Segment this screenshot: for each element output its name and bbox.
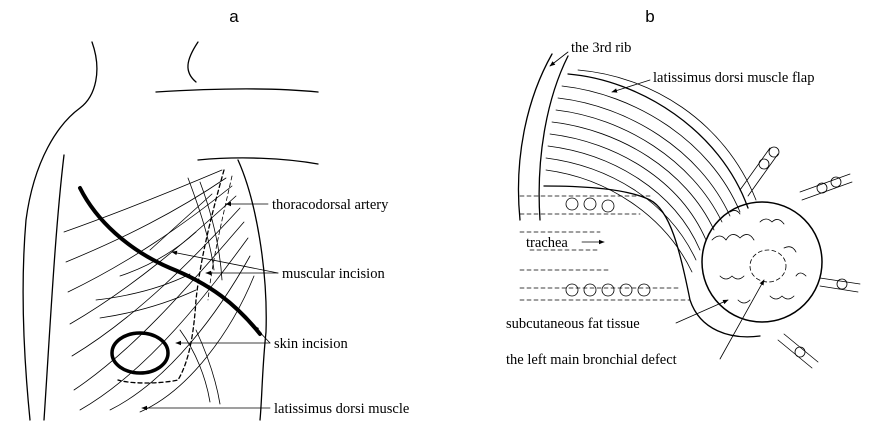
label-thoracodorsal-artery: thoracodorsal artery bbox=[272, 197, 389, 213]
third-rib-leader bbox=[550, 52, 568, 66]
label-bronchial-defect: the left main bronchial defect bbox=[506, 352, 677, 368]
label-muscle-flap: latissimus dorsi muscle flap bbox=[653, 70, 815, 86]
skin-incision-leader-2 bbox=[254, 326, 270, 343]
panel-a-letter: a bbox=[229, 7, 239, 26]
label-fat-tissue: subcutaneous fat tissue bbox=[506, 316, 640, 332]
bronchial-defect-leader bbox=[720, 280, 764, 359]
label-trachea: trachea bbox=[526, 235, 568, 251]
skin-incision-ellipse bbox=[112, 333, 168, 373]
muscular-incision-line bbox=[118, 170, 224, 383]
panel-a: a bbox=[23, 7, 409, 420]
label-third-rib: the 3rd rib bbox=[571, 40, 631, 56]
panel-b: b bbox=[506, 7, 860, 368]
panel-b-letter: b bbox=[645, 7, 654, 26]
third-rib bbox=[518, 54, 568, 220]
skin-incision-line bbox=[80, 188, 260, 334]
label-muscular-incision: muscular incision bbox=[282, 266, 385, 282]
label-latissimus-dorsi-muscle: latissimus dorsi muscle bbox=[274, 401, 409, 417]
fat-tissue-mass bbox=[702, 202, 822, 322]
muscle-flap bbox=[544, 70, 760, 337]
bronchi bbox=[740, 147, 860, 368]
label-skin-incision: skin incision bbox=[274, 336, 348, 352]
bronchial-defect-outline bbox=[750, 250, 786, 282]
